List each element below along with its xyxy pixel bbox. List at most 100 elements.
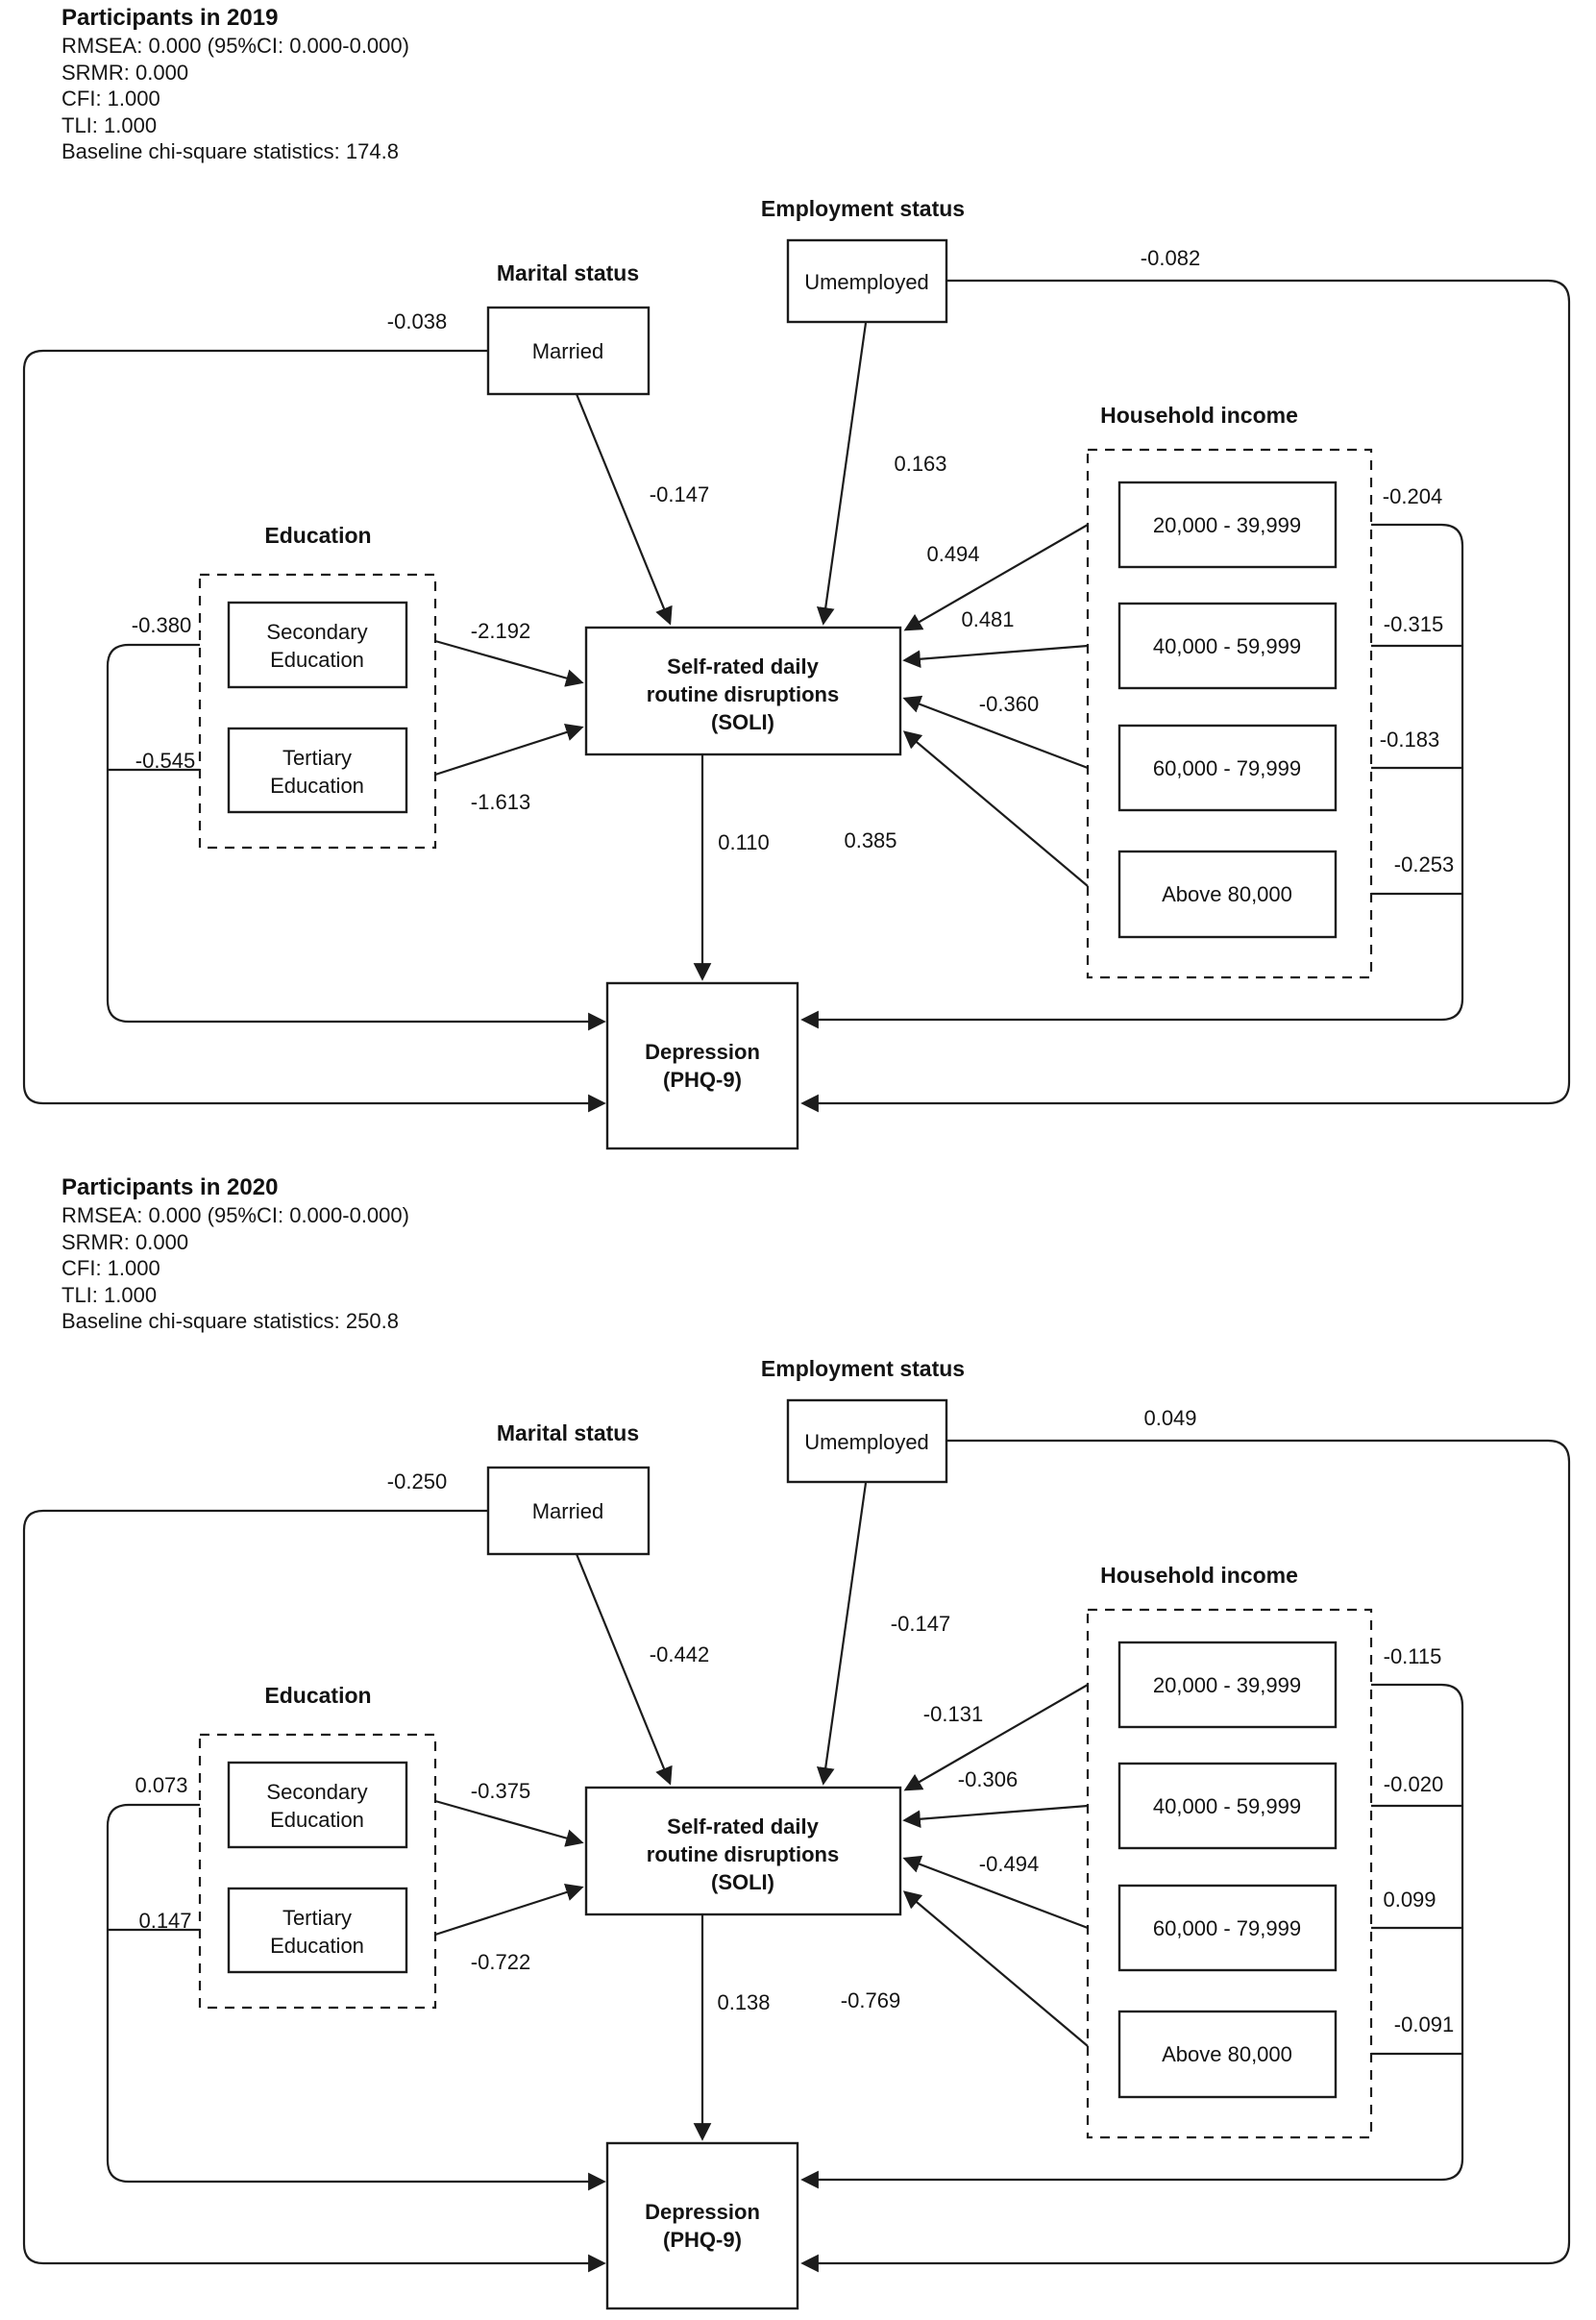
- coef-income3-soli: -0.360: [979, 692, 1039, 716]
- depression-label-line: (PHQ-9): [663, 2228, 742, 2252]
- income-box-4: [1117, 850, 1338, 939]
- tertiary-education-box: [227, 727, 408, 814]
- stat-cfi: CFI: 1.000: [61, 86, 160, 111]
- household-income-title: Household income: [1100, 1563, 1298, 1588]
- coef-income4-soli: 0.385: [844, 828, 896, 852]
- edge-married-dep: [22, 1509, 606, 2273]
- secondary-education-box: [227, 601, 408, 689]
- secondary-education-label-line: Secondary: [266, 620, 367, 644]
- soli-label-line: routine disruptions: [647, 682, 839, 706]
- coef-unemployed-soli: 0.163: [894, 452, 946, 476]
- income-label-4: Above 80,000: [1162, 882, 1292, 906]
- depression-box: [605, 981, 799, 1150]
- stat-cfi: CFI: 1.000: [61, 1256, 160, 1280]
- stat-rmsea: RMSEA: 0.000 (95%CI: 0.000-0.000): [61, 1203, 409, 1227]
- income-box-4: [1117, 2010, 1338, 2099]
- coef-income3-soli: -0.494: [979, 1852, 1039, 1876]
- tertiary-education-label-line: Tertiary: [282, 1906, 352, 1930]
- income-group-box: [1086, 448, 1373, 979]
- income-label-4: Above 80,000: [1162, 2042, 1292, 2066]
- employment-status-title: Employment status: [761, 196, 965, 221]
- edge-unemployed-soli: [816, 1482, 868, 1786]
- household-income-title: Household income: [1100, 403, 1298, 428]
- soli-label-line: (SOLI): [711, 710, 774, 734]
- soli-box: [584, 1786, 902, 1916]
- coef-income2-dep: -0.020: [1384, 1772, 1443, 1796]
- sem-diagram-2019: -0.038-0.082-0.1470.163-2.192-1.6130.494…: [22, 196, 1571, 1150]
- depression-box: [605, 2141, 799, 2310]
- coef-income1-dep: -0.204: [1383, 484, 1442, 508]
- stat-srmr: SRMR: 0.000: [61, 60, 189, 85]
- depression-label-line: (PHQ-9): [663, 1068, 742, 1092]
- coef-married-dep: -0.038: [387, 309, 447, 333]
- income-label-3: 60,000 - 79,999: [1153, 756, 1301, 780]
- coef-income3-dep: 0.099: [1383, 1888, 1436, 1912]
- income-box-3: [1117, 1884, 1338, 1972]
- education-title: Education: [264, 523, 371, 548]
- edge-married-dep: [22, 349, 606, 1113]
- coef-tertiary-soli: -0.722: [471, 1950, 530, 1974]
- coef-income4-dep: -0.091: [1394, 2012, 1454, 2036]
- coef-soli-dep: 0.138: [717, 1990, 770, 2014]
- coef-married-dep: -0.250: [387, 1469, 447, 1493]
- coef-income2-soli: 0.481: [961, 607, 1014, 631]
- income-box-2: [1117, 1762, 1338, 1850]
- income-label-3: 60,000 - 79,999: [1153, 1916, 1301, 1940]
- income-label-1: 20,000 - 39,999: [1153, 1673, 1301, 1697]
- coef-secondary-dep: 0.073: [135, 1773, 187, 1797]
- edge-unemployed-dep: [800, 1439, 1571, 2273]
- unemployed-label: Umemployed: [804, 270, 929, 294]
- edge-married-soli: [575, 393, 673, 626]
- edge-tertiary-soli: [434, 723, 584, 777]
- education-group-box: [198, 1733, 437, 2010]
- soli-label-line: (SOLI): [711, 1870, 774, 1894]
- panel-2020-header: Participants in 2020 RMSEA: 0.000 (95%CI…: [61, 1173, 409, 1335]
- edge-income4-soli: [902, 730, 1089, 887]
- edge-married-soli: [575, 1553, 673, 1786]
- edge-income1-soli: [903, 1684, 1089, 1791]
- marital-status-title: Marital status: [497, 1420, 639, 1445]
- coef-secondary-soli: -2.192: [471, 619, 530, 643]
- stat-rmsea: RMSEA: 0.000 (95%CI: 0.000-0.000): [61, 34, 409, 58]
- coef-secondary-soli: -0.375: [471, 1779, 530, 1803]
- tertiary-education-label-line: Tertiary: [282, 746, 352, 770]
- edge-income2-soli: [902, 644, 1089, 669]
- edge-income1-soli: [903, 524, 1089, 631]
- edge-income1-dep: [800, 523, 1464, 1029]
- secondary-education-label-line: Secondary: [266, 1780, 367, 1804]
- panel-2019-header: Participants in 2019 RMSEA: 0.000 (95%CI…: [61, 4, 409, 165]
- depression-label-line: Depression: [645, 2200, 760, 2224]
- panel-title: Participants in 2019: [61, 5, 279, 31]
- secondary-education-label-line: Education: [270, 1808, 364, 1832]
- coef-income4-dep: -0.253: [1394, 852, 1454, 876]
- coef-unemployed-soli: -0.147: [891, 1612, 950, 1636]
- secondary-education-box: [227, 1761, 408, 1849]
- panel-2019: Participants in 2019 RMSEA: 0.000 (95%CI…: [22, 4, 1571, 1150]
- edge-income4-soli: [902, 1890, 1089, 2047]
- education-group-box: [198, 573, 437, 850]
- sem-diagram-2020: -0.2500.049-0.442-0.147-0.375-0.722-0.13…: [22, 1356, 1571, 2310]
- coef-unemployed-dep: -0.082: [1141, 246, 1200, 270]
- tertiary-education-label-line: Education: [270, 774, 364, 798]
- unemployed-box: [786, 1398, 948, 1484]
- coef-income2-dep: -0.315: [1384, 612, 1443, 636]
- edge-tertiary-soli: [434, 1883, 584, 1937]
- married-box: [486, 306, 651, 396]
- unemployed-label: Umemployed: [804, 1430, 929, 1454]
- married-box: [486, 1466, 651, 1556]
- coef-income1-dep: -0.115: [1384, 1644, 1442, 1668]
- married-label: Married: [532, 339, 604, 363]
- edge-secondary-soli: [434, 639, 584, 687]
- soli-label-line: routine disruptions: [647, 1842, 839, 1866]
- income-box-2: [1117, 602, 1338, 690]
- income-group-box: [1086, 1608, 1373, 2139]
- coef-soli-dep: 0.110: [718, 830, 769, 854]
- coef-secondary-dep: -0.380: [132, 613, 191, 637]
- education-title: Education: [264, 1683, 371, 1708]
- edge-unemployed-dep: [800, 279, 1571, 1113]
- stat-chisq: Baseline chi-square statistics: 174.8: [61, 139, 399, 163]
- soli-label-line: Self-rated daily: [667, 1814, 819, 1839]
- employment-status-title: Employment status: [761, 1356, 965, 1381]
- edge-secondary-dep: [106, 1803, 606, 2191]
- stat-srmr: SRMR: 0.000: [61, 1229, 189, 1254]
